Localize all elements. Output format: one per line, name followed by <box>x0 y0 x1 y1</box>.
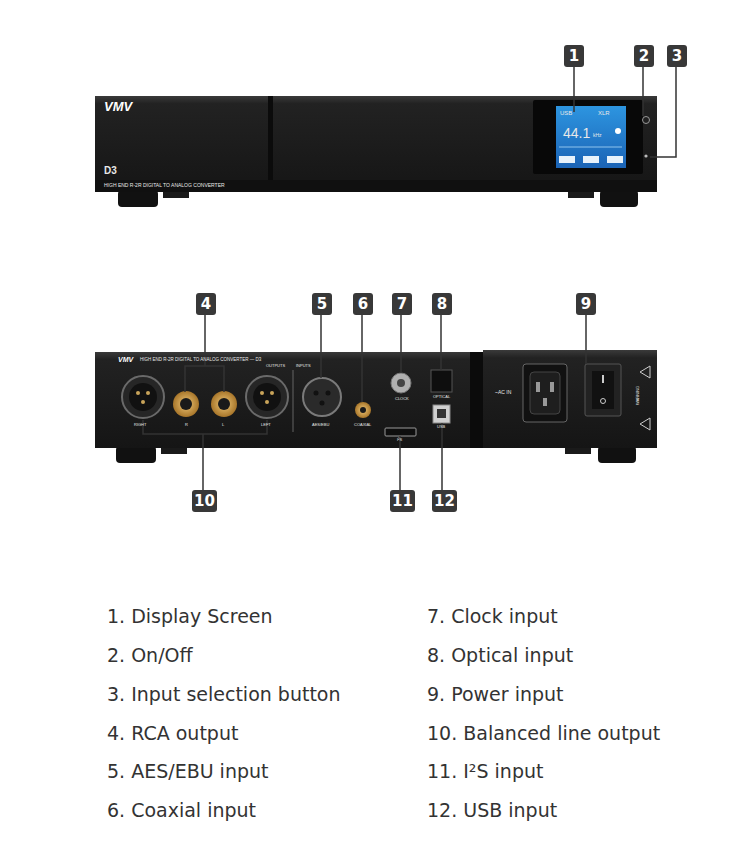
panel-marking: I²S <box>397 438 402 442</box>
panel-marking: D3 <box>104 166 117 176</box>
callout-number: 1 <box>564 45 584 67</box>
panel-marking: OUTPUTS <box>266 364 285 368</box>
part-list-item: 10. Balanced line output <box>427 724 660 743</box>
panel-marking: ~AC IN <box>495 390 511 395</box>
hdmi-port <box>385 428 416 436</box>
panel-marking: HIGH END R-2R DIGITAL TO ANALOG CONVERTE… <box>104 183 225 188</box>
panel-marking: INPUTS <box>296 364 311 368</box>
xlr-output-right <box>122 376 164 418</box>
panel-marking: AES/EBU <box>312 423 329 427</box>
part-list-item: 6. Coaxial input <box>107 801 256 820</box>
panel-marking: LEFT <box>261 423 271 427</box>
panel-marking: USB <box>437 425 445 429</box>
panel-marking: HIGH END R-2R DIGITAL TO ANALOG CONVERTE… <box>140 358 261 363</box>
callout-number: 10 <box>192 490 217 512</box>
rca-outputs <box>173 391 237 417</box>
panel-marking: RIGHT <box>134 423 146 427</box>
part-list-item: 3. Input selection button <box>107 685 341 704</box>
panel-marking: VMV <box>118 356 133 363</box>
panel-marking: OPTICAL <box>433 395 450 399</box>
front-view <box>95 96 657 207</box>
callout-number: 9 <box>576 293 596 315</box>
panel-marking: VMV <box>104 100 132 113</box>
part-list-item: 11. I²S input <box>427 762 543 781</box>
callout-number: 4 <box>196 293 216 315</box>
part-list-item: 9. Power input <box>427 685 564 704</box>
callout-number: 2 <box>634 45 654 67</box>
part-list-item: 5. AES/EBU input <box>107 762 269 781</box>
part-list-item: 7. Clock input <box>427 607 558 626</box>
callout-number: 8 <box>432 293 452 315</box>
part-list-item: 2. On/Off <box>107 646 193 665</box>
usb-port <box>433 405 450 423</box>
panel-marking: XLR <box>598 110 610 116</box>
coaxial-jack <box>355 402 371 418</box>
callout-number: 12 <box>432 490 457 512</box>
panel-marking: CLOCK <box>395 397 409 401</box>
callout-number: 3 <box>667 45 687 67</box>
part-list-item: 12. USB input <box>427 801 557 820</box>
rear-view <box>95 350 657 463</box>
xlr-output-left <box>246 376 288 418</box>
panel-marking: L <box>222 423 224 427</box>
warning-triangles <box>640 366 650 430</box>
callout-number: 5 <box>312 293 332 315</box>
panel-marking: 44.1 <box>563 126 590 140</box>
panel-marking: WARNING <box>636 386 640 405</box>
power-inlet <box>523 364 567 422</box>
callout-number: 11 <box>390 490 415 512</box>
panel-marking: COAXIAL <box>354 423 371 427</box>
xlr-input <box>303 378 341 416</box>
bnc-jack <box>391 373 411 393</box>
optical-port <box>431 370 452 392</box>
power-switch <box>585 364 621 416</box>
part-list-item: 8. Optical input <box>427 646 573 665</box>
panel-marking: kHz <box>593 133 602 138</box>
panel-marking: R <box>185 423 188 427</box>
callout-number: 7 <box>392 293 412 315</box>
part-list-item: 4. RCA output <box>107 724 238 743</box>
part-list-item: 1. Display Screen <box>107 607 273 626</box>
callout-number: 6 <box>353 293 373 315</box>
panel-marking: USB <box>560 110 572 116</box>
leader-lines <box>143 66 676 490</box>
